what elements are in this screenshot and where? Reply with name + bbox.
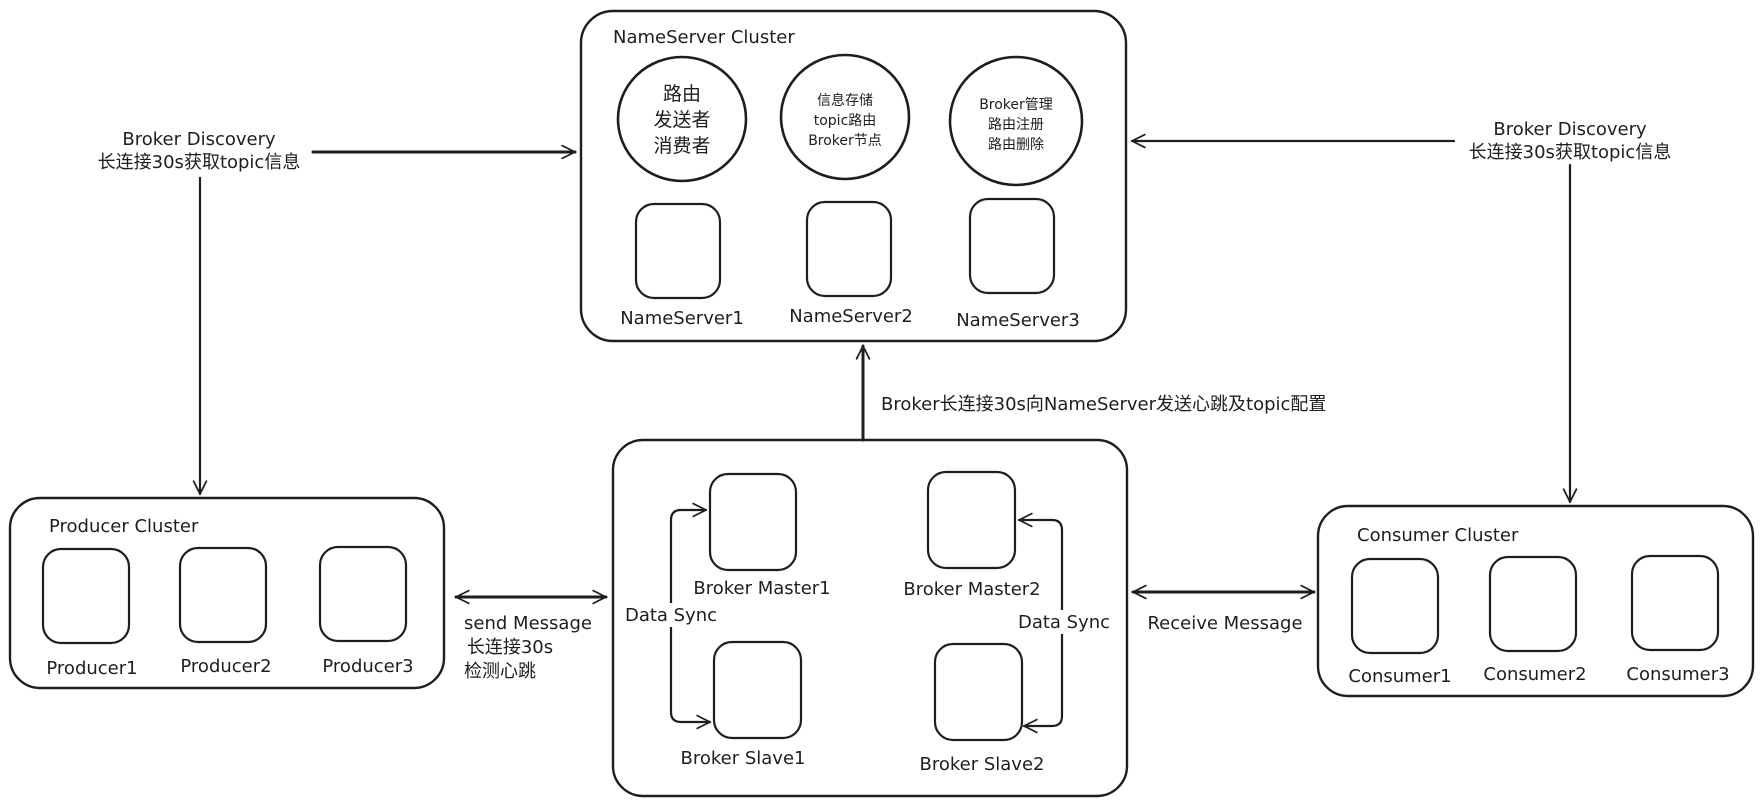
broker-cluster[interactable]: Broker Master1 Broker Master2 Broker Sla… — [611, 438, 1129, 798]
node-box[interactable] — [712, 640, 803, 740]
node-label: Consumer3 — [1626, 664, 1729, 685]
label-bg — [1008, 610, 1120, 634]
nameserver-cluster-title: NameServer Cluster — [613, 27, 795, 48]
edge-label-line2: 长连接30s获取topic信息 — [98, 152, 301, 173]
producer-node-2[interactable]: Producer2 — [178, 546, 272, 677]
data-sync-label: Data Sync — [625, 605, 717, 626]
node-box[interactable] — [805, 200, 893, 298]
node-label: Broker Master2 — [903, 579, 1040, 600]
node-label: Producer3 — [322, 656, 413, 677]
node-label: Producer2 — [180, 656, 271, 677]
broker-slave-2[interactable]: Broker Slave2 — [920, 642, 1045, 775]
consumer-cluster-title: Consumer Cluster — [1357, 525, 1519, 546]
edge-receive-message[interactable]: Receive Message — [1131, 584, 1316, 634]
node-label: NameServer3 — [956, 310, 1080, 331]
node-label: Broker Slave1 — [681, 748, 806, 769]
node-box[interactable] — [1488, 555, 1578, 653]
node-box[interactable] — [41, 547, 131, 645]
node-label: Broker Slave2 — [920, 754, 1045, 775]
function-line: Broker节点 — [808, 133, 882, 149]
function-line: 信息存储 — [817, 92, 873, 109]
node-label: Consumer1 — [1348, 666, 1451, 687]
node-box[interactable] — [178, 546, 268, 644]
node-box[interactable] — [1350, 557, 1440, 655]
producer-cluster-title: Producer Cluster — [49, 516, 199, 537]
node-box[interactable] — [708, 472, 798, 572]
consumer-node-3[interactable]: Consumer3 — [1626, 554, 1730, 685]
producer-node-3[interactable]: Producer3 — [318, 545, 414, 677]
function-line: 路由注册 — [988, 117, 1044, 133]
data-sync-label: Data Sync — [1018, 612, 1110, 633]
function-line: 路由 — [663, 83, 701, 105]
nameserver-function-storage[interactable]: 信息存储 topic路由 Broker节点 — [779, 53, 911, 181]
edge-label: Receive Message — [1147, 613, 1302, 634]
label-bg — [616, 603, 728, 627]
edge-broker-heartbeat[interactable]: Broker长连接30s向NameServer发送心跳及topic配置 — [855, 344, 1326, 442]
function-line: 路由删除 — [988, 137, 1044, 153]
edge-label-line2: 长连接30s获取topic信息 — [1469, 142, 1672, 163]
function-circle[interactable] — [779, 53, 911, 181]
producer-node-1[interactable]: Producer1 — [41, 547, 138, 679]
edge-label: Broker长连接30s向NameServer发送心跳及topic配置 — [881, 394, 1326, 415]
function-circle[interactable] — [948, 55, 1084, 187]
nameserver-node-1[interactable]: NameServer1 — [620, 202, 744, 329]
producer-cluster[interactable]: Producer Cluster Producer1 Producer2 Pro… — [8, 496, 446, 690]
edge-label-line3: 检测心跳 — [464, 661, 536, 682]
data-sync-right[interactable]: Data Sync — [1008, 512, 1120, 734]
edge-consumer-discovery[interactable]: Broker Discovery 长连接30s获取topic信息 — [1130, 119, 1672, 504]
function-circle[interactable] — [616, 55, 748, 183]
node-label: Producer1 — [46, 658, 137, 679]
edge-producer-discovery[interactable]: Broker Discovery 长连接30s获取topic信息 — [98, 129, 577, 496]
node-box[interactable] — [933, 642, 1024, 742]
consumer-cluster[interactable]: Consumer Cluster Consumer1 Consumer2 Con… — [1316, 504, 1755, 698]
nameserver-cluster[interactable]: NameServer Cluster 路由 发送者 消费者 信息存储 topic… — [579, 9, 1128, 343]
function-line: 消费者 — [653, 135, 710, 157]
edge-label-line2: 长连接30s — [467, 637, 553, 658]
broker-slave-1[interactable]: Broker Slave1 — [681, 640, 806, 769]
node-box[interactable] — [926, 470, 1017, 570]
nameserver-node-2[interactable]: NameServer2 — [789, 200, 913, 327]
edge-label-line1: Broker Discovery — [122, 129, 276, 150]
nameserver-node-3[interactable]: NameServer3 — [956, 197, 1080, 331]
data-sync-left[interactable]: Data Sync — [616, 502, 728, 730]
function-line: topic路由 — [814, 113, 877, 129]
node-label: Broker Master1 — [693, 578, 830, 599]
function-line: 发送者 — [653, 109, 710, 131]
node-box[interactable] — [1630, 554, 1720, 652]
edge-label-line1: send Message — [464, 613, 592, 634]
node-box[interactable] — [318, 545, 408, 643]
broker-master-1[interactable]: Broker Master1 — [693, 472, 831, 599]
node-label: NameServer2 — [789, 306, 913, 327]
nameserver-function-routing[interactable]: 路由 发送者 消费者 — [616, 55, 748, 183]
node-label: Consumer2 — [1483, 664, 1586, 685]
function-line: Broker管理 — [979, 97, 1053, 113]
node-box[interactable] — [634, 202, 722, 300]
edge-send-message[interactable]: send Message 长连接30s 检测心跳 — [454, 589, 608, 682]
node-box[interactable] — [968, 197, 1056, 295]
broker-master-2[interactable]: Broker Master2 — [903, 470, 1041, 600]
edge-label-line1: Broker Discovery — [1493, 119, 1647, 140]
node-label: NameServer1 — [620, 308, 744, 329]
consumer-node-1[interactable]: Consumer1 — [1348, 557, 1452, 687]
consumer-node-2[interactable]: Consumer2 — [1483, 555, 1587, 685]
nameserver-function-management[interactable]: Broker管理 路由注册 路由删除 — [948, 55, 1084, 187]
